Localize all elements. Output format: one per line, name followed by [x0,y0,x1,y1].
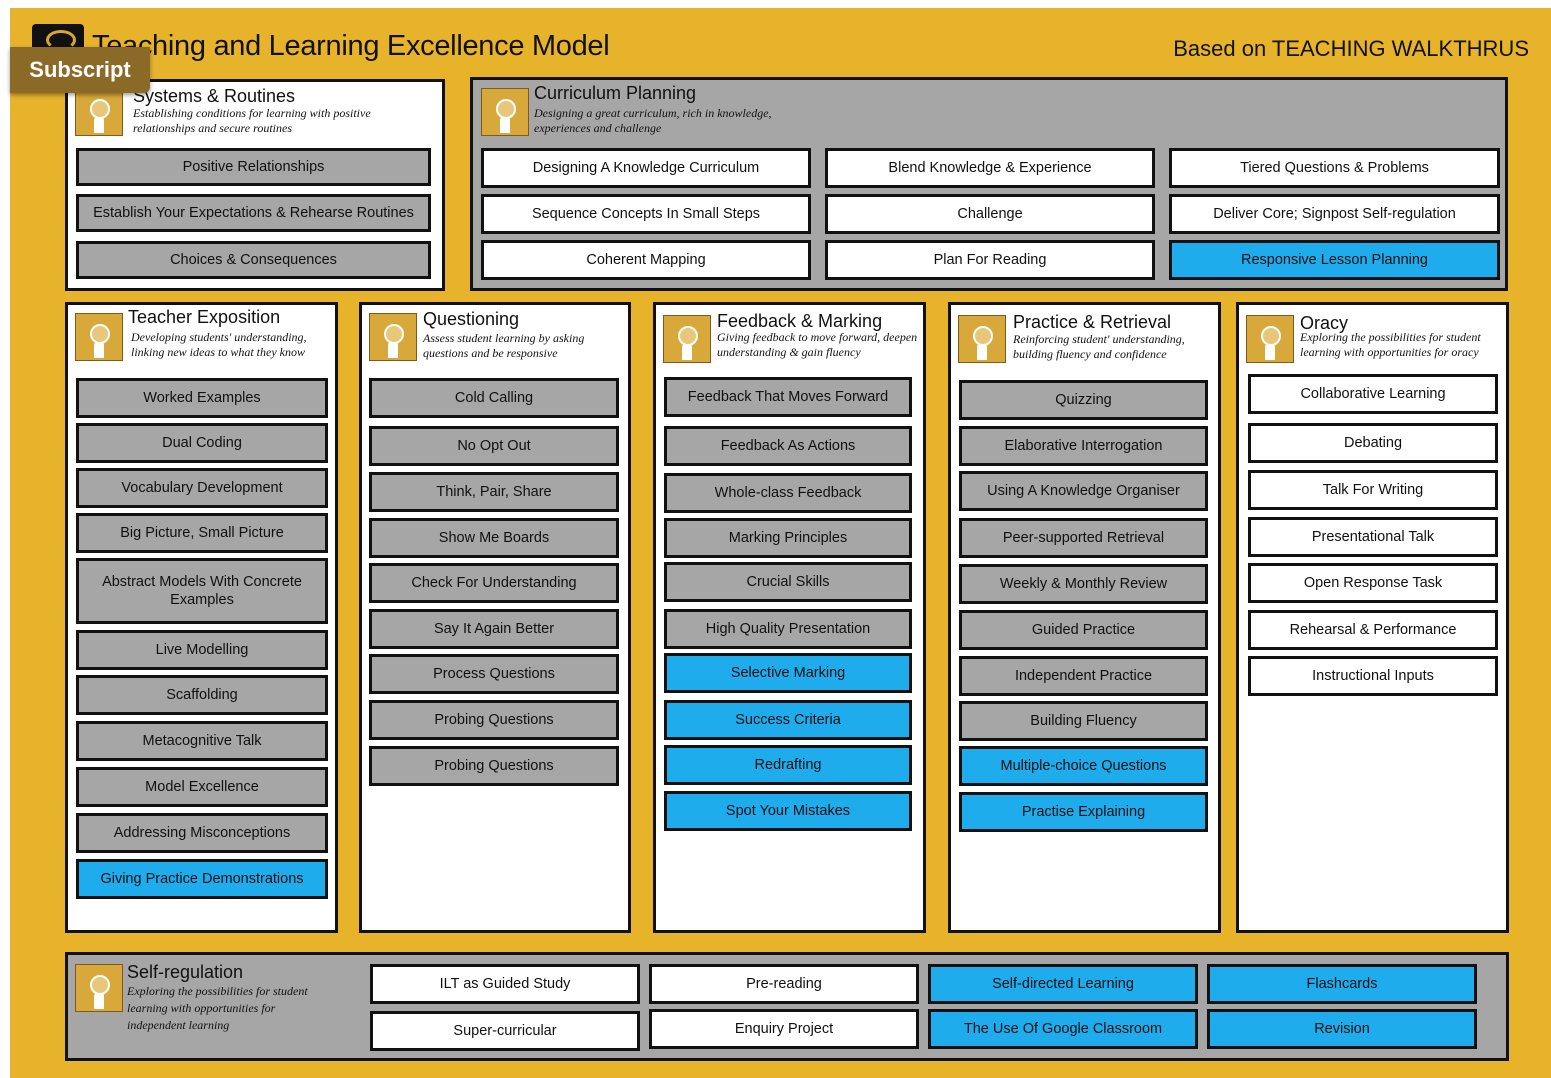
feedback-item[interactable]: Crucial Skills [664,562,912,602]
exposition-title: Teacher Exposition [128,307,281,327]
feedback-item[interactable]: Feedback That Moves Forward [664,377,912,417]
systems-routines-desc: Establishing conditions for learning wit… [133,106,371,135]
curriculum-item[interactable]: Designing A Knowledge Curriculum [481,148,811,188]
oracy-item[interactable]: Rehearsal & Performance [1248,610,1498,650]
exposition-item[interactable]: Scaffolding [76,675,328,715]
curriculum-item[interactable]: Coherent Mapping [481,240,811,280]
exposition-item[interactable]: Giving Practice Demonstrations [76,859,328,899]
exposition-item[interactable]: Model Excellence [76,767,328,807]
selfreg-item[interactable]: Super-curricular [370,1011,640,1051]
page-title: Teaching and Learning Excellence Model [92,30,610,62]
questioning-item[interactable]: Check For Understanding [369,563,619,603]
exposition-item[interactable]: Vocabulary Development [76,468,328,508]
systems-item[interactable]: Establish Your Expectations & Rehearse R… [76,194,431,232]
exposition-item[interactable]: Addressing Misconceptions [76,813,328,853]
selfreg-item[interactable]: Pre-reading [649,964,919,1004]
questioning-desc: Assess student learning by asking questi… [423,331,585,360]
practice-item[interactable]: Peer-supported Retrieval [959,518,1208,558]
systems-item[interactable]: Choices & Consequences [76,241,431,279]
curriculum-item[interactable]: Sequence Concepts In Small Steps [481,194,811,234]
practice-item[interactable]: Multiple-choice Questions [959,746,1208,786]
selfreg-item[interactable]: The Use Of Google Classroom [928,1009,1198,1049]
oracy-icon [1246,315,1294,363]
selfreg-item[interactable]: Self-directed Learning [928,964,1198,1004]
subscript-button[interactable]: Subscript [10,47,150,93]
curriculum-item[interactable]: Tiered Questions & Problems [1169,148,1500,188]
practice-desc: Reinforcing student' understanding, buil… [1013,332,1185,361]
selfreg-item[interactable]: ILT as Guided Study [370,964,640,1004]
practice-item[interactable]: Elaborative Interrogation [959,426,1208,466]
exposition-item[interactable]: Metacognitive Talk [76,721,328,761]
feedback-item[interactable]: Success Criteria [664,700,912,740]
feedback-item[interactable]: Spot Your Mistakes [664,791,912,831]
exposition-item[interactable]: Abstract Models With Concrete Examples [76,558,328,624]
feedback-icon [663,315,711,363]
practice-item[interactable]: Using A Knowledge Organiser [959,471,1208,511]
oracy-item[interactable]: Talk For Writing [1248,470,1498,510]
practice-item[interactable]: Building Fluency [959,701,1208,741]
questioning-item[interactable]: Say It Again Better [369,609,619,649]
questioning-item[interactable]: Probing Questions [369,746,619,786]
feedback-item[interactable]: Marking Principles [664,518,912,558]
questioning-item[interactable]: Process Questions [369,654,619,694]
questioning-item[interactable]: Show Me Boards [369,518,619,558]
curriculum-item[interactable]: Responsive Lesson Planning [1169,240,1500,280]
curriculum-item[interactable]: Challenge [825,194,1155,234]
selfreg-item[interactable]: Flashcards [1207,964,1477,1004]
practice-icon [958,315,1006,363]
questioning-item[interactable]: Cold Calling [369,378,619,418]
selfreg-icon [75,964,123,1012]
questioning-item[interactable]: No Opt Out [369,426,619,466]
feedback-desc: Giving feedback to move forward, deepen … [717,330,918,359]
curriculum-item[interactable]: Deliver Core; Signpost Self-regulation [1169,194,1500,234]
page-subtitle: Based on TEACHING WALKTHRUS [1173,36,1529,61]
oracy-item[interactable]: Collaborative Learning [1248,374,1498,414]
practice-item[interactable]: Independent Practice [959,656,1208,696]
practice-title: Practice & Retrieval [1013,312,1172,332]
oracy-item[interactable]: Debating [1248,423,1498,463]
feedback-item[interactable]: Redrafting [664,745,912,785]
exposition-item[interactable]: Big Picture, Small Picture [76,513,328,553]
oracy-item[interactable]: Instructional Inputs [1248,656,1498,696]
curriculum-desc: Designing a great curriculum, rich in kn… [534,106,772,135]
exposition-item[interactable]: Live Modelling [76,630,328,670]
questioning-icon [369,313,417,361]
systems-routines-title: Systems & Routines [133,86,296,106]
feedback-item[interactable]: Whole-class Feedback [664,473,912,513]
selfreg-desc: Exploring the possibilities for student … [127,984,308,1032]
oracy-item[interactable]: Presentational Talk [1248,517,1498,557]
feedback-title: Feedback & Marking [717,311,883,331]
practice-item[interactable]: Weekly & Monthly Review [959,564,1208,604]
oracy-desc: Exploring the possibilities for student … [1300,330,1481,359]
questioning-item[interactable]: Think, Pair, Share [369,472,619,512]
practice-item[interactable]: Quizzing [959,380,1208,420]
oracy-item[interactable]: Open Response Task [1248,563,1498,603]
feedback-item[interactable]: Selective Marking [664,653,912,693]
exposition-item[interactable]: Dual Coding [76,423,328,463]
systems-item[interactable]: Positive Relationships [76,148,431,186]
curriculum-item[interactable]: Plan For Reading [825,240,1155,280]
oracy-title: Oracy [1300,313,1349,333]
questioning-title: Questioning [423,309,520,329]
feedback-item[interactable]: Feedback As Actions [664,426,912,466]
practice-item[interactable]: Practise Explaining [959,792,1208,832]
exposition-desc: Developing students' understanding, link… [131,330,307,359]
curriculum-item[interactable]: Blend Knowledge & Experience [825,148,1155,188]
questioning-item[interactable]: Probing Questions [369,700,619,740]
exposition-item[interactable]: Worked Examples [76,378,328,418]
feedback-item[interactable]: High Quality Presentation [664,609,912,649]
exposition-icon [75,313,123,361]
practice-item[interactable]: Guided Practice [959,610,1208,650]
curriculum-icon [481,88,529,136]
selfreg-item[interactable]: Enquiry Project [649,1009,919,1049]
systems-routines-icon [75,88,123,136]
selfreg-title: Self-regulation [127,962,244,982]
selfreg-item[interactable]: Revision [1207,1009,1477,1049]
curriculum-title: Curriculum Planning [534,83,697,103]
